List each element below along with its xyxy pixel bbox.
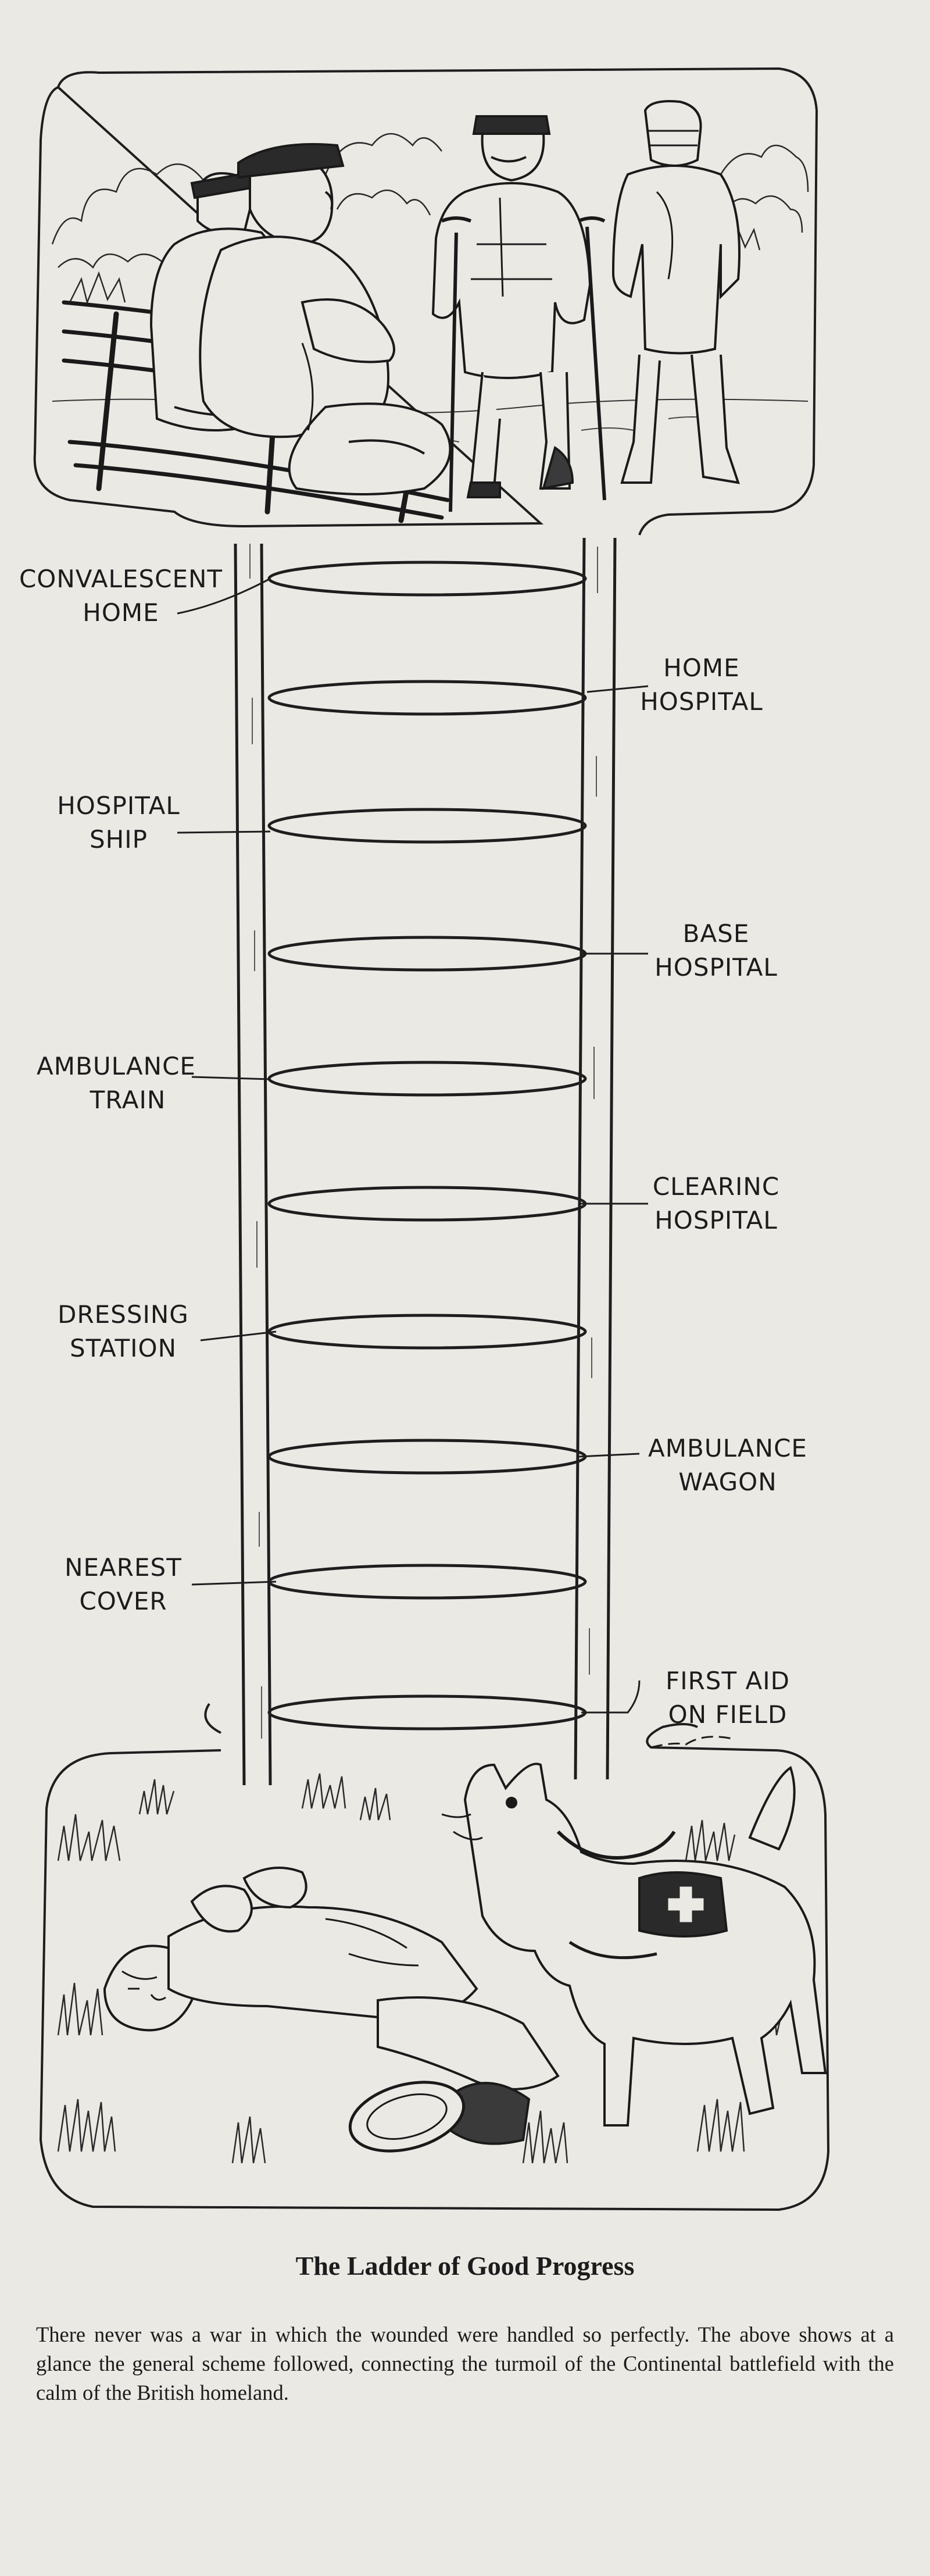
label-line-1: AMBULANCE <box>37 1052 196 1080</box>
red-cross-dog <box>441 1762 827 2127</box>
leader-line <box>177 577 271 615</box>
label-line-2: HOSPITAL <box>654 1206 778 1235</box>
label-line-2: STATION <box>70 1334 177 1362</box>
seated-soldier-front <box>199 143 452 495</box>
label-line-2: TRAIN <box>90 1086 166 1114</box>
rung-clearing-hospital <box>267 1186 587 1222</box>
label-line-2: COVER <box>79 1587 167 1615</box>
leader-line <box>177 830 271 834</box>
red-cross-mark <box>668 1886 704 1922</box>
ladder-labels: CONVALESCENT HOME HOME HOSPITAL HOSPITAL… <box>19 565 807 1729</box>
label-line-1: DRESSING <box>58 1300 189 1329</box>
rung-first-aid-on-field <box>267 1694 587 1731</box>
label-line-1: HOSPITAL <box>57 791 180 820</box>
leader-line <box>191 1076 271 1080</box>
bottom-scene-frame <box>39 1703 830 2211</box>
label-line-1: FIRST AID <box>666 1667 790 1695</box>
rung-dressing-station <box>267 1314 587 1350</box>
rung-ambulance-wagon <box>267 1439 587 1475</box>
wounded-soldier <box>103 1867 560 2145</box>
rung-ambulance-train <box>267 1061 587 1097</box>
bandaged-soldier <box>611 100 741 484</box>
rung-home-hospital <box>267 680 587 716</box>
label-base-hospital: BASE HOSPITAL <box>581 919 778 982</box>
label-clearing-hospital: CLEARINC HOSPITAL <box>578 1172 779 1235</box>
label-line-2: HOSPITAL <box>640 687 763 716</box>
ladder-right-rail <box>574 537 617 1780</box>
ladder <box>234 537 617 1786</box>
label-line-2: SHIP <box>90 825 148 854</box>
label-home-hospital: HOME HOSPITAL <box>586 654 763 716</box>
leader-line <box>586 685 649 693</box>
ladder-left-rail <box>234 543 272 1786</box>
label-convalescent-home: CONVALESCENT HOME <box>19 565 271 627</box>
leader-line <box>191 1580 277 1586</box>
caption-body: There never was a war in which the wound… <box>36 2322 894 2404</box>
label-line-1: HOME <box>663 654 739 682</box>
label-first-aid-on-field: FIRST AID ON FIELD <box>581 1667 790 1729</box>
label-ambulance-wagon: AMBULANCE WAGON <box>578 1434 807 1496</box>
rung-base-hospital <box>267 936 587 972</box>
cap-on-ground <box>348 2081 466 2153</box>
rung-convalescent-home <box>267 561 587 597</box>
label-line-1: NEAREST <box>65 1553 182 1582</box>
ladder-rungs <box>267 561 587 1731</box>
label-line-2: WAGON <box>678 1468 777 1496</box>
label-dressing-station: DRESSING STATION <box>58 1300 277 1362</box>
label-nearest-cover: NEAREST COVER <box>65 1553 277 1615</box>
leader-line <box>581 1680 641 1714</box>
leader-line <box>578 1453 640 1458</box>
label-line-1: AMBULANCE <box>648 1434 807 1462</box>
label-line-2: HOME <box>83 598 159 627</box>
label-line-1: BASE <box>683 919 750 948</box>
bottom-scene-panel <box>39 1703 830 2211</box>
label-hospital-ship: HOSPITAL SHIP <box>57 791 271 854</box>
label-line-1: CLEARINC <box>653 1172 779 1201</box>
label-line-2: HOSPITAL <box>654 953 778 982</box>
soldier-on-crutches <box>431 115 606 512</box>
caption-title: The Ladder of Good Progress <box>295 2251 635 2281</box>
leader-line <box>200 1330 277 1341</box>
rung-hospital-ship <box>267 808 587 844</box>
rung-nearest-cover <box>267 1564 587 1600</box>
label-ambulance-train: AMBULANCE TRAIN <box>37 1052 271 1114</box>
label-line-1: CONVALESCENT <box>19 565 223 593</box>
top-scene-panel <box>33 67 818 536</box>
